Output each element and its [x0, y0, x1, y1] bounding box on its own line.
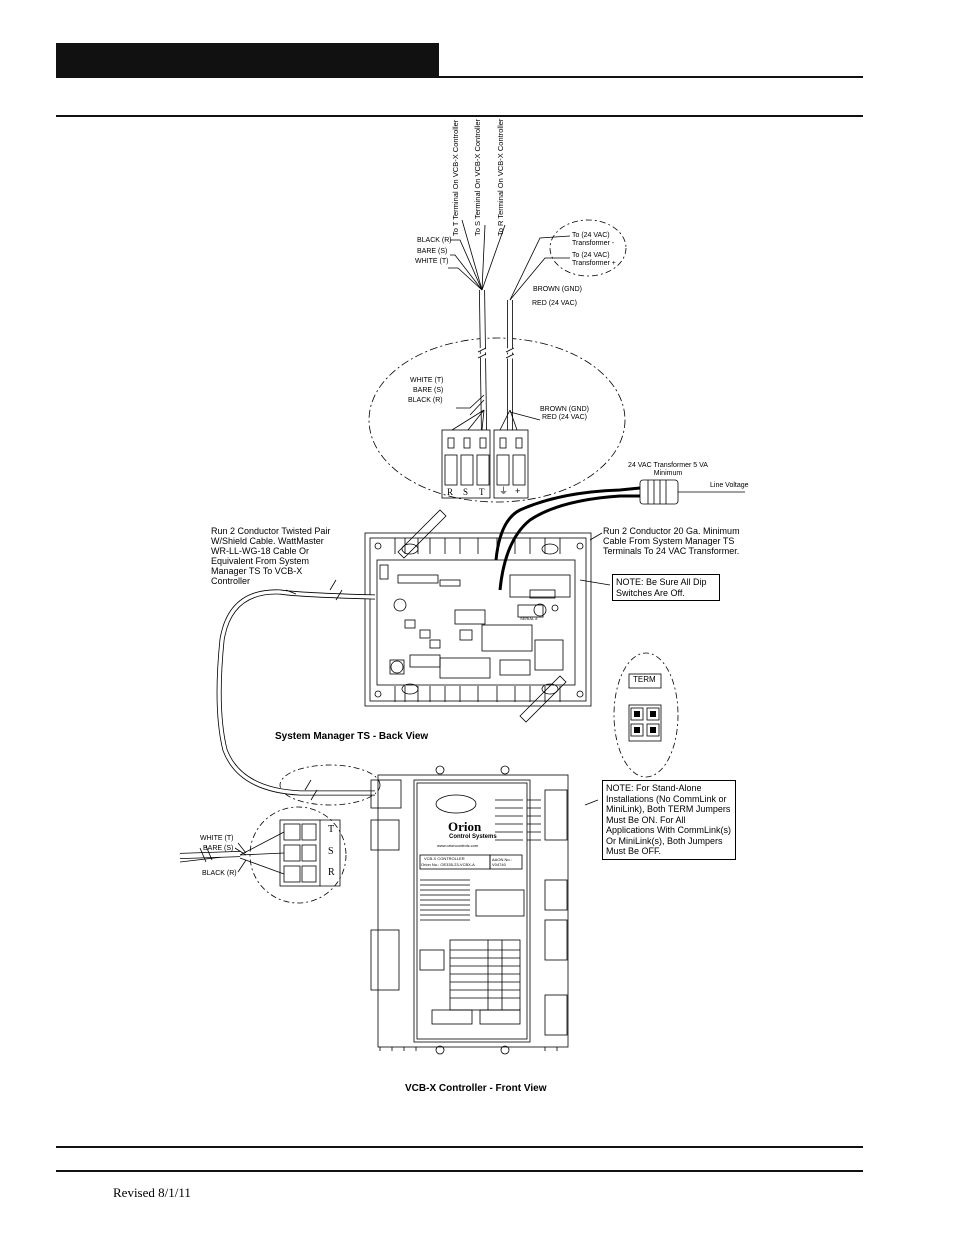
label-to-r-terminal: To R Terminal On VCB-X Controller [496, 118, 505, 236]
note-run-twisted-pair: Run 2 Conductor Twisted Pair W/Shield Ca… [211, 526, 331, 586]
label-red-24vac-mid: RED (24 VAC) [542, 414, 587, 421]
terminal-gnd: ⏚ [499, 486, 509, 496]
note-standalone: NOTE: For Stand-Alone Installations (No … [602, 780, 736, 860]
note-run-20ga: Run 2 Conductor 20 Ga. Minimum Cable Fro… [603, 526, 740, 556]
orion-sub-logo: Control Systems [449, 834, 497, 840]
terminal-plus: + [515, 486, 521, 496]
label-transformer-plus: To (24 VAC) Transformer + [572, 252, 616, 267]
vcbx-part-number: Orion No.: OE335-23-VCBX-A [421, 862, 475, 867]
label-brown-gnd-mid: BROWN (GND) [540, 406, 589, 413]
label-bare-s-top: BARE (S) [417, 248, 448, 255]
orion-website: www.orioncontrols.com [437, 843, 479, 848]
label-black-r-top: BLACK (R) [417, 237, 452, 244]
revised-date: Revised 8/1/11 [113, 1185, 191, 1200]
header-bar [56, 43, 439, 76]
header-rule-2 [56, 115, 863, 117]
label-bare-s-bottom: BARE (S) [203, 845, 234, 852]
footer-rule-2 [56, 1170, 863, 1172]
vcbx-aaon-number: AAON No.: V04740 [492, 857, 512, 867]
label-brown-gnd-top: BROWN (GND) [533, 286, 582, 293]
sm-serial-label: SERIAL # [520, 616, 538, 621]
label-to-s-terminal: To S Terminal On VCB-X Controller [473, 119, 482, 236]
label-to-t-terminal: To T Terminal On VCB-X Controller [451, 119, 460, 236]
note-dip-switches: NOTE: Be Sure All Dip Switches Are Off. [612, 574, 720, 601]
bottom-terminal-t: T [328, 824, 335, 835]
aaon-logo: AAON [443, 799, 467, 808]
bottom-terminal-s: S [328, 846, 334, 857]
caption-sm-back-view: System Manager TS - Back View [275, 731, 429, 742]
terminal-s: S [463, 487, 469, 497]
header-rule-1 [56, 76, 863, 78]
label-black-r-mid: BLACK (R) [408, 397, 443, 404]
line-voltage-label: Line Voltage [710, 482, 749, 489]
orion-logo: Orion [448, 819, 482, 834]
terminal-r: R [447, 487, 454, 497]
bottom-terminal-r: R [328, 867, 335, 878]
label-white-t-mid: WHITE (T) [410, 377, 444, 384]
label-transformer-minus: To (24 VAC) Transformer - [572, 232, 615, 247]
terminal-t: T [479, 487, 485, 497]
label-black-r-bottom: BLACK (R) [202, 870, 237, 877]
caption-vcbx-front-view: VCB-X Controller - Front View [405, 1083, 547, 1094]
footer-rule-1 [56, 1146, 863, 1148]
label-white-t-bottom: WHITE (T) [200, 835, 234, 842]
label-red-24vac-top: RED (24 VAC) [532, 300, 577, 307]
term-label: TERM [633, 675, 656, 684]
label-bare-s-mid: BARE (S) [413, 387, 444, 394]
transformer-label: 24 VAC Transformer 5 VA Minimum [628, 462, 708, 477]
label-white-t-top: WHITE (T) [415, 258, 449, 265]
vcbx-title: VCB-X CONTROLLER [424, 856, 465, 861]
